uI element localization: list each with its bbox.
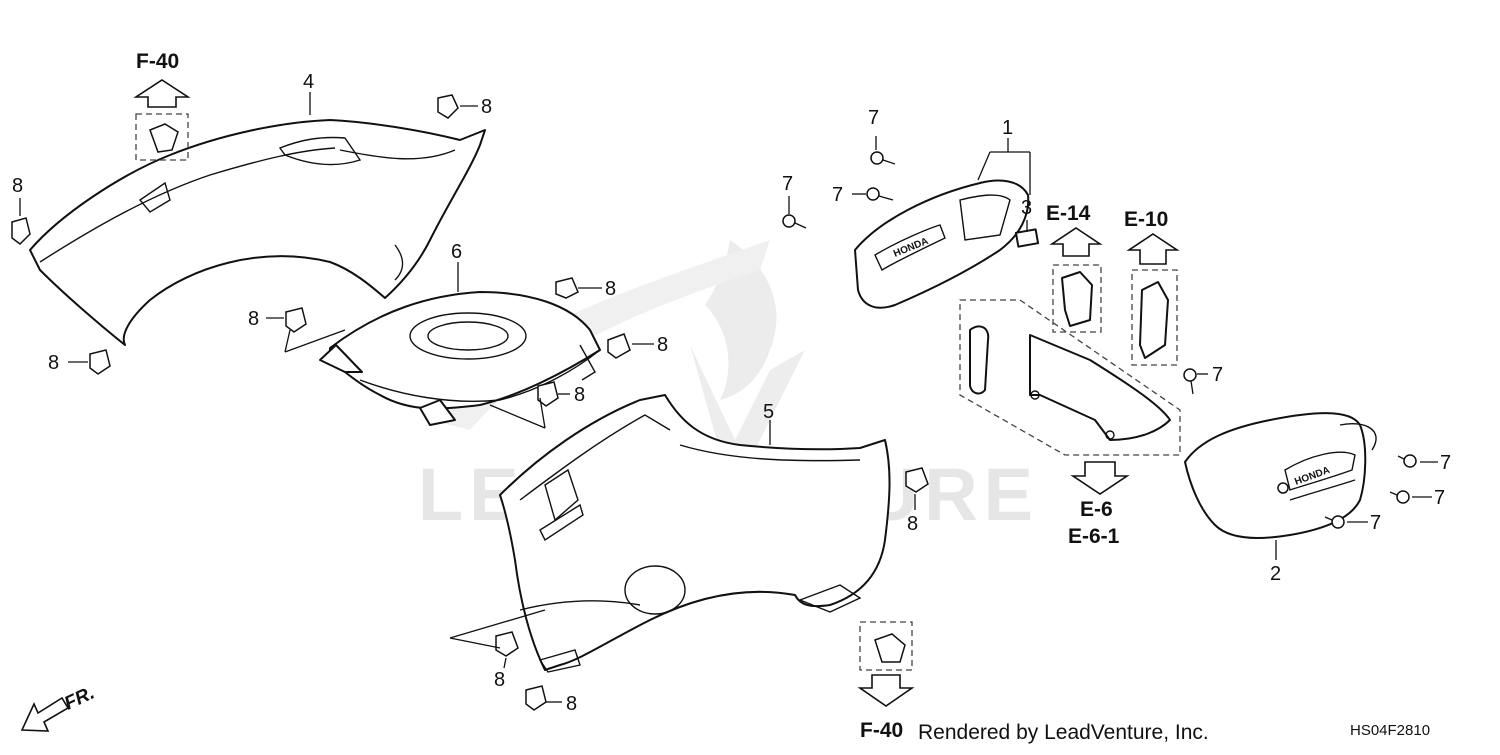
e10-arrow (1126, 233, 1180, 265)
callout-8-a: 8 (481, 96, 492, 118)
callout-8-i: 8 (494, 669, 505, 691)
part-4-cover (29, 119, 486, 346)
ref-e10: E-10 (1124, 208, 1168, 231)
f40-top-clip-box (135, 113, 189, 161)
callout-7-g: 7 (1370, 512, 1381, 534)
callout-7-a: 7 (868, 107, 879, 129)
e6-arrow (1070, 461, 1130, 495)
clip-icons (11, 94, 929, 711)
screw-icons (782, 151, 1417, 529)
callout-6: 6 (451, 241, 462, 263)
diagram-code: HS04F2810 (1350, 722, 1430, 739)
front-direction-label: FR. (61, 683, 98, 715)
f40-bottom-clip-box (859, 621, 913, 671)
callout-1: 1 (1002, 117, 1013, 139)
e14-arrow (1049, 227, 1103, 257)
f40-bottom-arrow (857, 674, 915, 707)
ref-f40-bottom: F-40 (860, 719, 903, 742)
ref-e14: E-14 (1046, 202, 1091, 225)
credit-text: Rendered by LeadVenture, Inc. (918, 721, 1209, 744)
callout-3: 3 (1021, 197, 1032, 219)
callout-7-c: 7 (782, 173, 793, 195)
callout-7-e: 7 (1440, 452, 1451, 474)
e10-bracket-box (1131, 269, 1178, 366)
callout-4: 4 (303, 71, 314, 93)
callout-8-e: 8 (48, 352, 59, 374)
front-direction-arrow: FR. (20, 683, 98, 732)
callout-8-d: 8 (248, 308, 259, 330)
part-3-pad (1014, 228, 1040, 248)
callout-8-c: 8 (605, 278, 616, 300)
callout-7-d: 7 (1212, 364, 1223, 386)
part-6-tank-cover (319, 291, 601, 426)
leader-lines (19, 92, 1438, 703)
ref-e6: E-6 (1080, 498, 1113, 521)
callout-8-b: 8 (12, 175, 23, 197)
f40-top-arrow (133, 79, 191, 108)
bracket-group (959, 299, 1181, 456)
e14-bracket-box (1052, 264, 1102, 333)
callout-labels: 4 1 3 6 5 2 7 7 7 7 7 7 7 8 8 8 8 8 8 8 … (12, 71, 1451, 715)
part-5-side-cover (499, 394, 891, 673)
ref-f40-top: F-40 (136, 50, 179, 73)
callout-8-f: 8 (657, 334, 668, 356)
reference-labels: F-40 E-14 E-10 E-6 E-6-1 F-40 (136, 50, 1168, 742)
callout-2: 2 (1270, 563, 1281, 585)
part-2-cover: HONDA (1184, 412, 1377, 539)
callout-8-j: 8 (566, 693, 577, 715)
callout-8-g: 8 (574, 384, 585, 406)
callout-5: 5 (763, 401, 774, 423)
part-1-cover: HONDA (854, 179, 1030, 309)
callout-8-h: 8 (907, 513, 918, 535)
callout-7-f: 7 (1434, 487, 1445, 509)
callout-7-b: 7 (832, 184, 843, 206)
ref-e61: E-6-1 (1068, 525, 1120, 548)
